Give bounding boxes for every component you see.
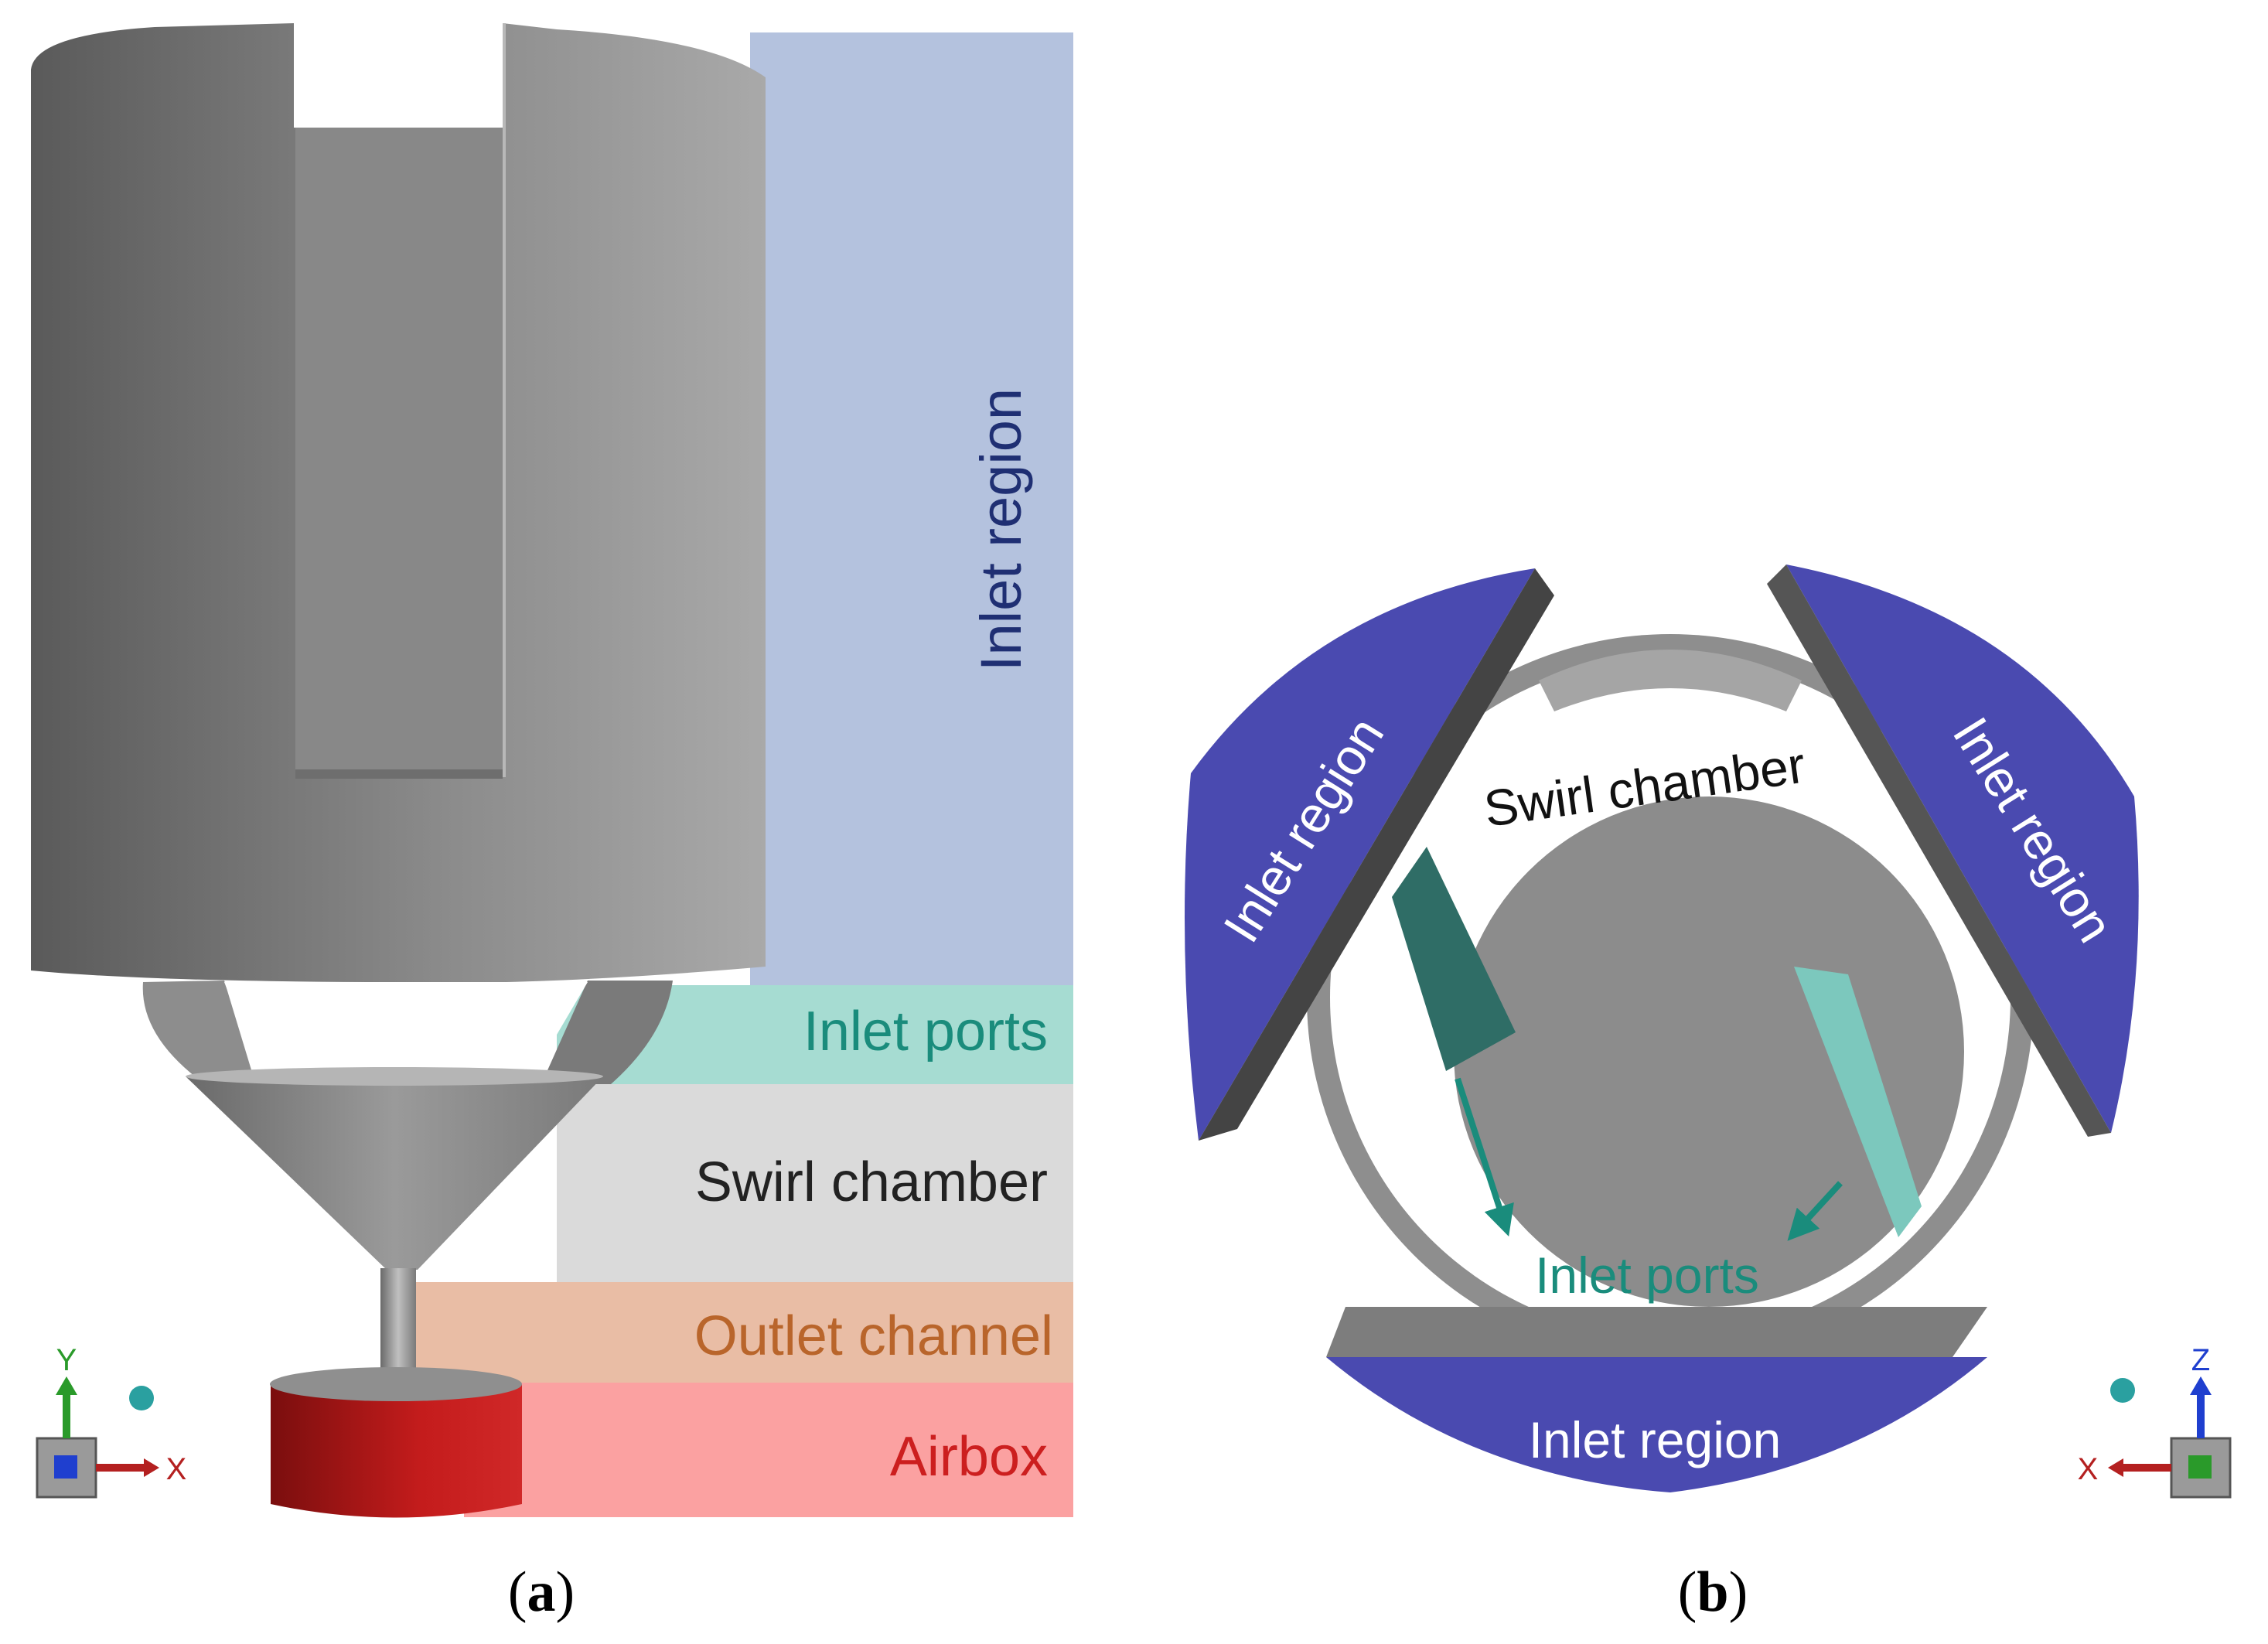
cylinder-slot-inner — [295, 128, 503, 773]
inlet-region-left-solid — [1185, 568, 1535, 1141]
panel-b: Inlet region Inlet region Inlet region S… — [1185, 564, 2232, 1624]
port-arrow-right — [1787, 1181, 1843, 1241]
swirl-chamber-band — [557, 1084, 1073, 1282]
inlet-region-band — [750, 32, 1073, 991]
airbox-top — [270, 1367, 522, 1401]
z-axis-arrowhead-b — [2190, 1376, 2212, 1395]
x-axis-arrowhead-b — [2108, 1458, 2123, 1477]
triad-center-a — [54, 1455, 77, 1479]
inlet-region-bottom-top — [1326, 1307, 1987, 1357]
inlet-region-bottom-solid — [1326, 1357, 1987, 1492]
label-inlet-region-a: Inlet region — [969, 388, 1033, 671]
outlet-channel-stem — [380, 1268, 416, 1376]
airbox-body — [271, 1384, 522, 1518]
central-disc — [1454, 796, 1964, 1307]
triad-center-b — [2188, 1455, 2212, 1479]
port-arrow-left — [1455, 1077, 1514, 1237]
label-inlet-ports-a: Inlet ports — [803, 1001, 1048, 1062]
label-swirl-chamber-a: Swirl chamber — [695, 1151, 1048, 1213]
inlet-region-right-side — [1767, 564, 2111, 1137]
origin-sphere-a — [129, 1386, 154, 1410]
caption-a: (a) — [508, 1560, 575, 1624]
inlet-port-left-b — [1392, 847, 1516, 1071]
label-airbox-a: Airbox — [890, 1426, 1048, 1488]
origin-sphere-b — [2110, 1378, 2135, 1403]
inlet-region-right-solid — [1786, 564, 2139, 1133]
label-inlet-ports-b: Inlet ports — [1535, 1247, 1759, 1304]
chamber-wall-top-face — [1539, 650, 1802, 711]
outlet-channel-band — [402, 1282, 1073, 1383]
cylinder-slot-floor — [295, 769, 503, 779]
panel-a: Inlet region Inlet ports Swirl chamber O… — [31, 23, 1073, 1624]
axis-triad-a: Y X — [36, 1343, 187, 1499]
label-inlet-region-bottom-b: Inlet region — [1529, 1411, 1782, 1468]
swirl-chamber-cone — [186, 1076, 603, 1270]
x-axis-label-b: X — [2078, 1452, 2099, 1486]
inlet-port-right — [541, 981, 673, 1084]
swirl-chamber-top — [186, 1067, 603, 1086]
x-axis-label-a: X — [166, 1452, 187, 1486]
label-outlet-channel-a: Outlet channel — [694, 1305, 1053, 1367]
y-axis-arrowhead-a — [56, 1376, 77, 1395]
inlet-port-opening — [224, 982, 588, 1061]
y-axis-label-a: Y — [56, 1343, 77, 1377]
inlet-port-left — [142, 981, 255, 1084]
inlet-region-left-side — [1199, 568, 1554, 1141]
z-axis-label-b: Z — [2191, 1343, 2210, 1377]
inlet-port-right-b — [1794, 967, 1922, 1237]
caption-b: (b) — [1678, 1560, 1748, 1624]
x-axis-arrowhead-a — [144, 1458, 159, 1477]
airbox-band — [464, 1383, 1073, 1517]
axis-triad-b: Z X — [2078, 1343, 2232, 1499]
